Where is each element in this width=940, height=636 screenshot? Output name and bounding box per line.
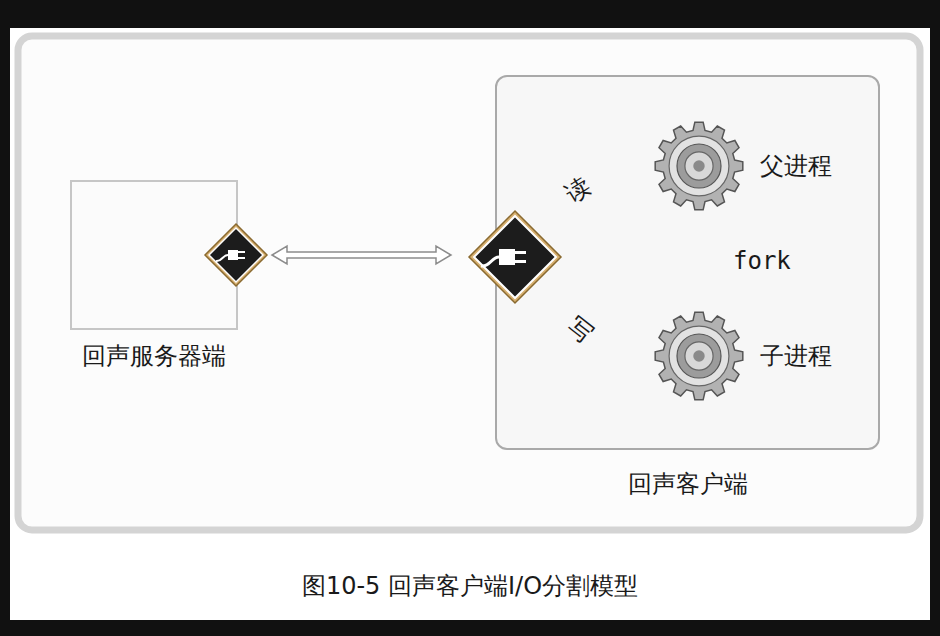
socket-diamond — [205, 224, 267, 286]
label-holder: 回声客户端 — [628, 470, 748, 499]
server-box: 回声服务器端 — [70, 180, 238, 330]
gear-icon — [655, 312, 743, 400]
box-label: 回声服务器端 — [82, 342, 226, 371]
client-box: 回声客户端父进程子进程 — [495, 75, 880, 450]
gear-icon — [655, 122, 743, 210]
process-label: 父进程 — [760, 152, 832, 181]
figure-caption: 图10-5 回声客户端I/O分割模型 — [302, 572, 638, 601]
caption-holder: 图10-5 回声客户端I/O分割模型 — [0, 572, 940, 601]
process-label: 子进程 — [760, 342, 832, 371]
socket-diamond — [469, 211, 561, 303]
gear-icon — [652, 119, 746, 213]
outer-frame — [18, 36, 920, 530]
gear-icon — [652, 309, 746, 403]
process-gear: 子进程 — [652, 309, 838, 403]
label-holder: fork — [731, 247, 793, 276]
edge-label: fork — [731, 247, 793, 276]
process-gear: 父进程 — [652, 119, 838, 213]
link-arrow — [272, 246, 451, 264]
label-holder: 回声服务器端 — [82, 342, 226, 371]
box-label: 回声客户端 — [628, 470, 748, 499]
